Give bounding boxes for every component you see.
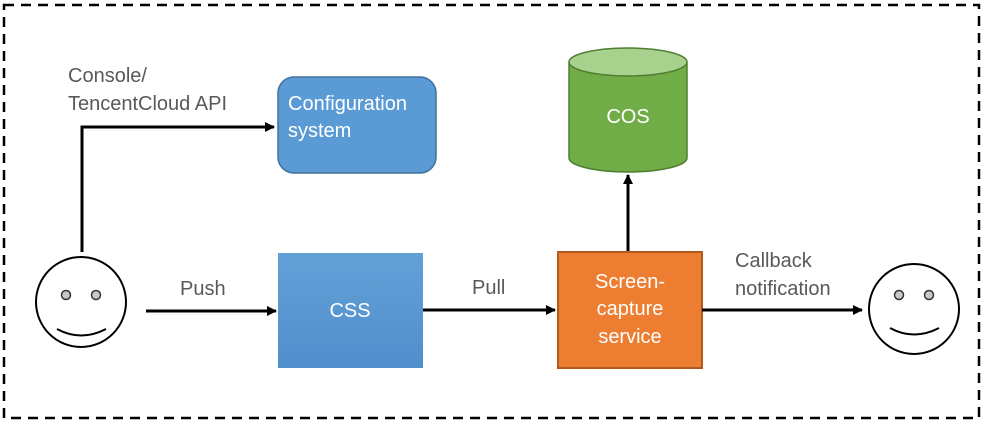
node-screen-capture-label-line1: Screen- [595, 271, 665, 293]
edge-push: Push [146, 278, 277, 316]
user-smiley-icon [868, 263, 960, 355]
edge-pull: Pull [423, 277, 556, 315]
edge-console-api: Console/ TencentCloud API [68, 65, 275, 252]
user-right [868, 263, 960, 355]
node-cos-label: COS [606, 106, 649, 128]
node-screen-capture-service[interactable]: Screen- capture service [557, 251, 703, 369]
node-css[interactable]: CSS [278, 253, 423, 368]
user-smiley-icon [35, 256, 127, 348]
node-configuration-label-line2: system [288, 120, 351, 142]
system-boundary [2, 3, 981, 420]
edge-callback-label-line1: Callback [735, 250, 813, 272]
edge-console-api-label-line1: Console/ [68, 65, 147, 87]
user-left [35, 256, 127, 348]
node-configuration-system[interactable]: Configuration system [277, 76, 437, 174]
edge-pull-label: Pull [472, 277, 505, 299]
node-configuration-label-line1: Configuration [288, 93, 407, 115]
node-screen-capture-label-line2: capture [597, 298, 664, 320]
edge-push-label: Push [180, 278, 226, 300]
edge-callback: Callback notification [702, 250, 863, 315]
node-cos[interactable]: COS [568, 47, 688, 173]
node-screen-capture-label-line3: service [598, 326, 661, 348]
edge-console-api-label-line2: TencentCloud API [68, 93, 227, 115]
edge-callback-label-line2: notification [735, 278, 831, 300]
node-css-label: CSS [329, 300, 370, 322]
